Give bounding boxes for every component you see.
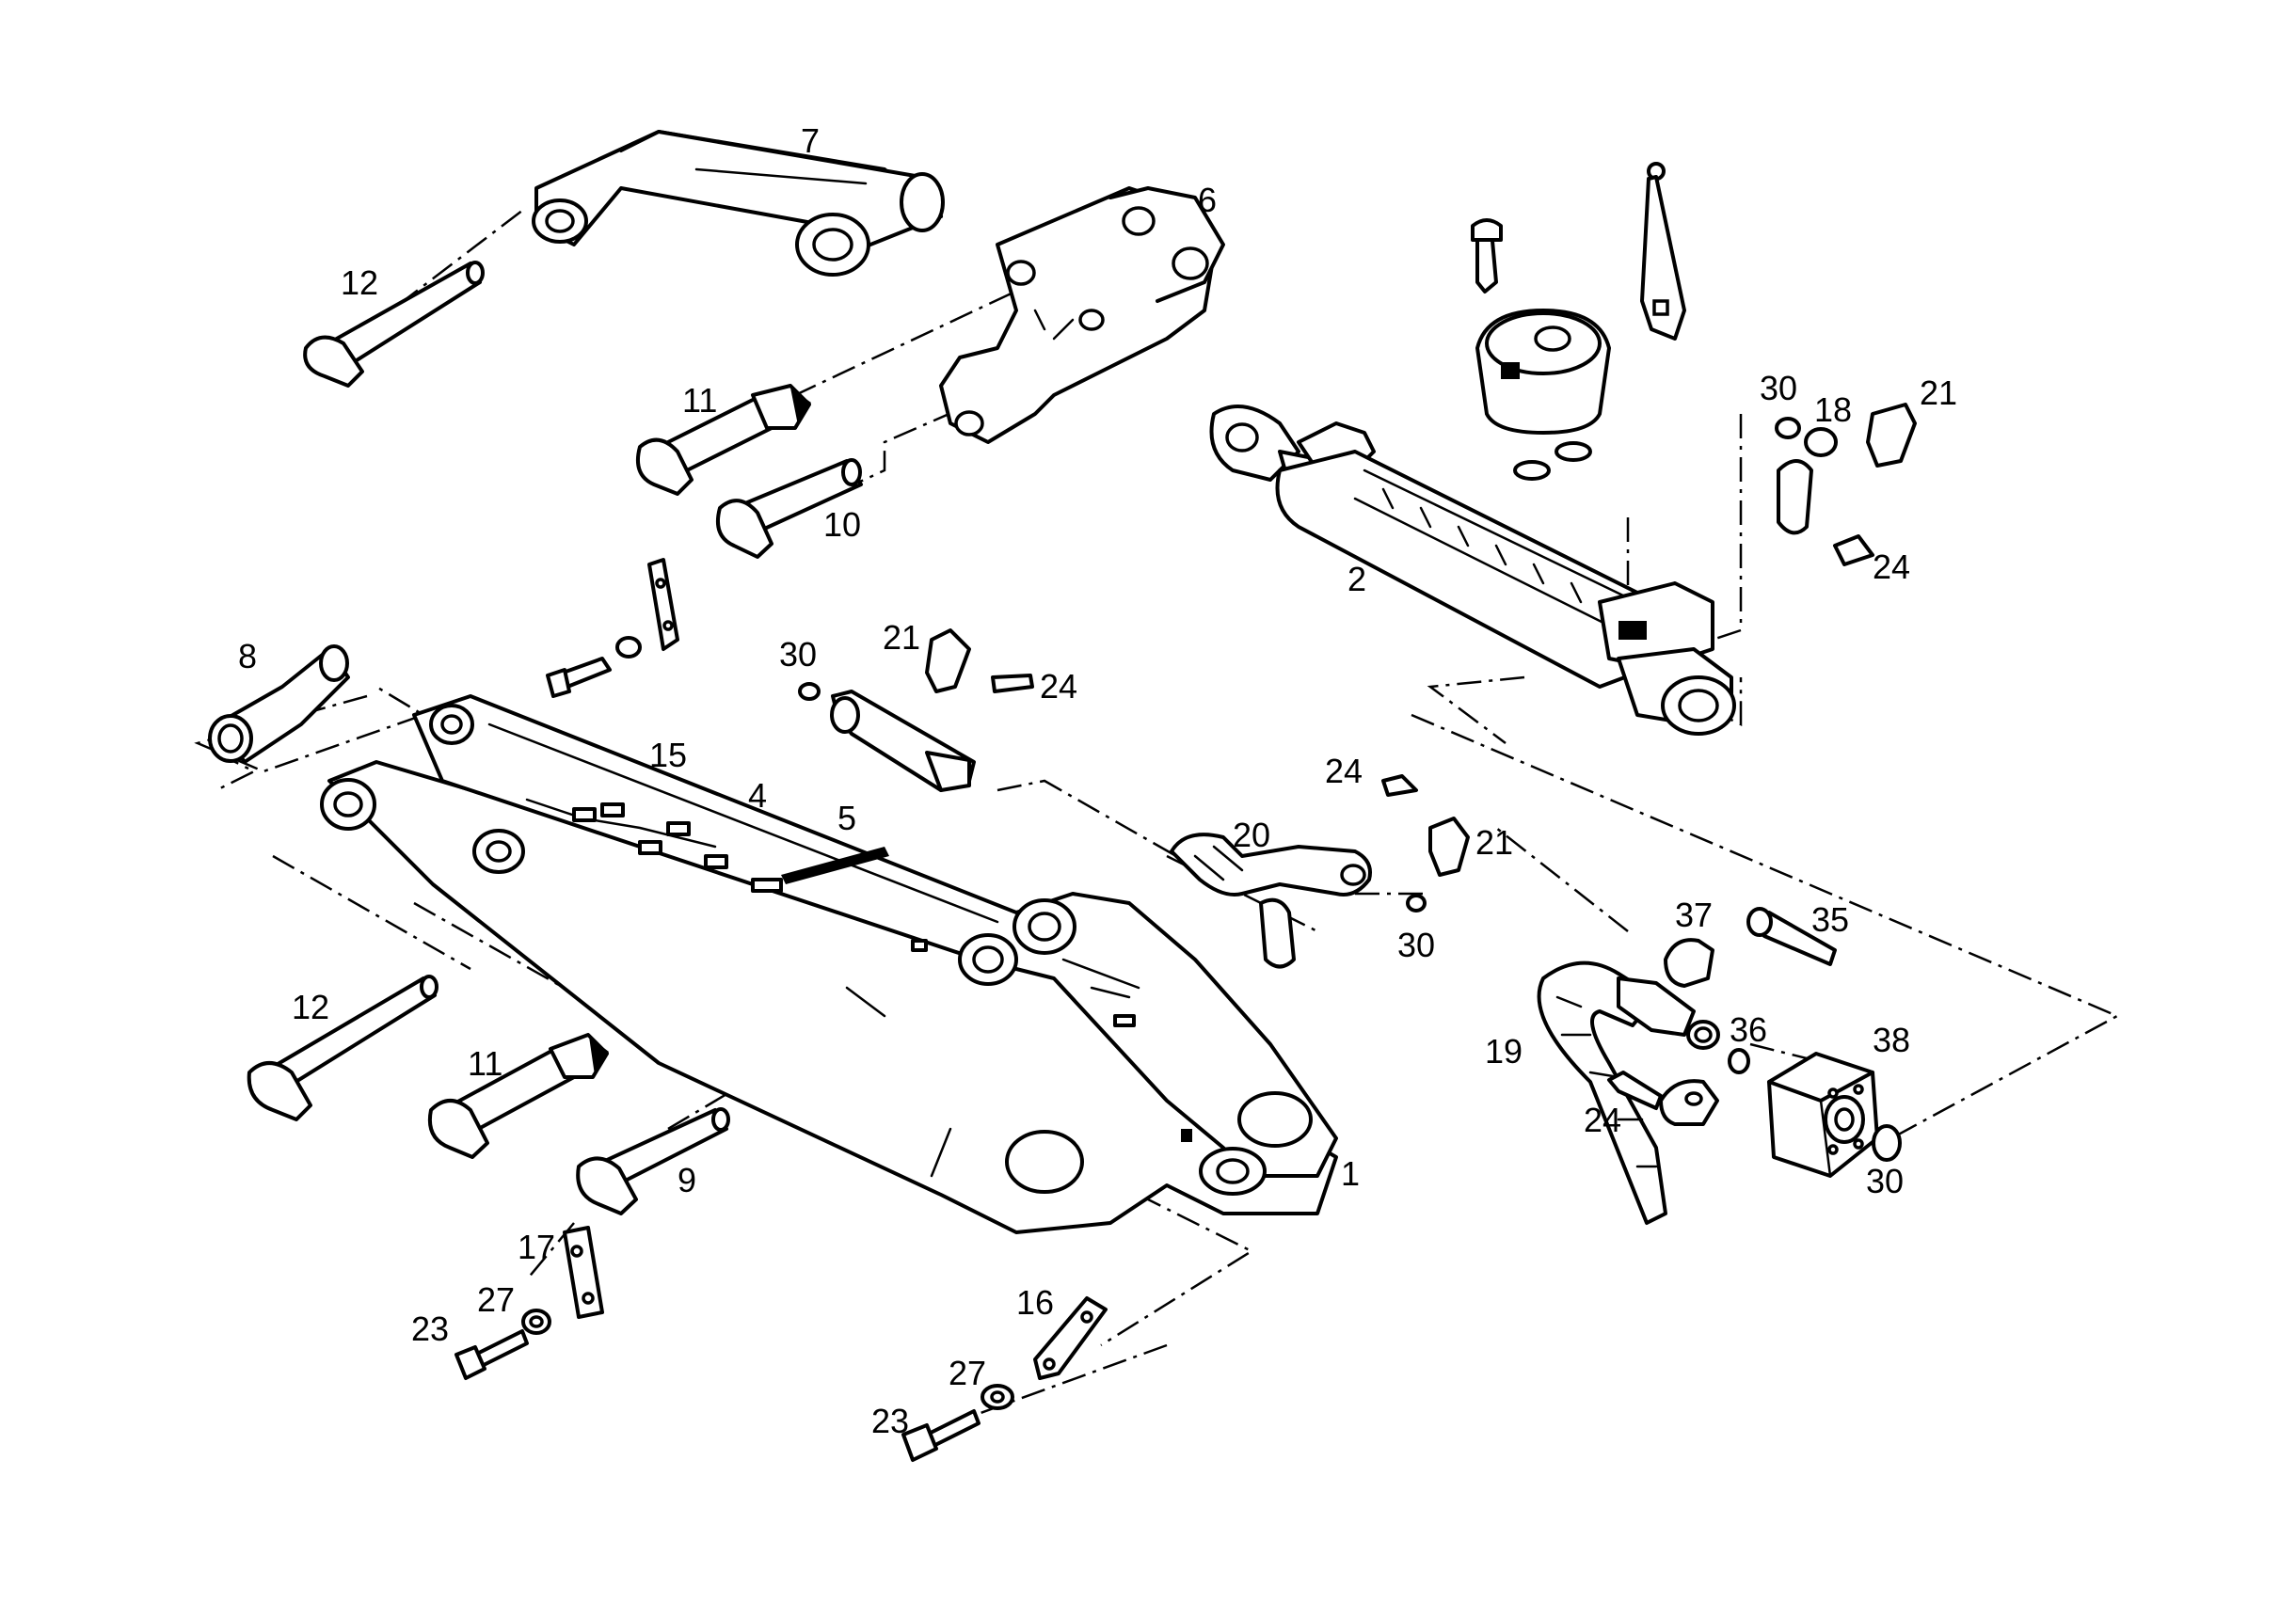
callout-36: 36: [1730, 1010, 1767, 1049]
part-10-pin: [715, 458, 863, 559]
part-20-pipe: [1170, 774, 1470, 969]
callout-21-mid: 21: [883, 618, 920, 657]
callout-10: 10: [823, 505, 861, 544]
callout-38: 38: [1873, 1021, 1910, 1059]
plate-top-small: [546, 558, 679, 698]
part-4-5-wiring: [525, 798, 889, 893]
lever-arm: [1640, 162, 1686, 341]
callout-24-c: 24: [1325, 752, 1363, 790]
callout-8: 8: [238, 637, 257, 675]
part-11-pin-bottom: [428, 1033, 609, 1159]
callout-24-d: 24: [1584, 1101, 1621, 1139]
part-17-plate: [454, 1226, 604, 1380]
part-2-hydraulic-cylinder: [1209, 405, 1736, 736]
callout-7: 7: [801, 121, 820, 160]
callout-20: 20: [1233, 816, 1270, 854]
callout-30-d: 30: [1866, 1162, 1904, 1200]
part-19-hose: [1537, 960, 1720, 1225]
part-1-boom: [320, 694, 1338, 1234]
part-38-flange-block: [1767, 1052, 1902, 1178]
callout-19: 19: [1485, 1032, 1523, 1071]
callout-16: 16: [1016, 1283, 1054, 1322]
part-12-pin-bottom: [247, 975, 438, 1121]
callout-4: 4: [748, 776, 767, 815]
callout-12-top: 12: [341, 263, 378, 302]
callout-18: 18: [1814, 390, 1852, 429]
part-12-pin-top: [303, 261, 485, 388]
callout-24-a: 24: [1873, 548, 1910, 586]
callout-27-left: 27: [477, 1280, 515, 1319]
callout-21-right: 21: [1475, 823, 1513, 862]
callout-9: 9: [678, 1161, 696, 1199]
fittings-middle-top: [798, 628, 1034, 792]
callout-5: 5: [837, 799, 856, 837]
callout-6: 6: [1198, 181, 1217, 219]
fittings-hose: [1607, 907, 1837, 1126]
callout-2: 2: [1347, 560, 1366, 598]
callout-23-right: 23: [871, 1402, 909, 1440]
callout-30-c: 30: [1397, 926, 1435, 964]
part-9-pin: [576, 1107, 730, 1215]
callout-17: 17: [518, 1228, 555, 1266]
part-8-bushing: [208, 644, 350, 764]
callout-23-left: 23: [411, 1309, 449, 1348]
part-6-bracket: [939, 186, 1225, 444]
callout-11-top: 11: [682, 381, 717, 420]
callout-37: 37: [1675, 896, 1713, 934]
callout-labels: 1 2 4 5 6 7 8 9 10 11 11 12 12 15 16 17 …: [238, 121, 1957, 1440]
valve-block: [1471, 218, 1611, 481]
callout-12-bottom: 12: [292, 988, 329, 1026]
callout-35: 35: [1811, 900, 1849, 939]
callout-21-top: 21: [1920, 373, 1957, 412]
callout-24-b: 24: [1040, 667, 1077, 706]
fittings-cylinder-right: [1775, 403, 1917, 566]
callout-15: 15: [649, 736, 687, 774]
part-11-pin-top: [635, 384, 811, 496]
part-7-upper-link: [532, 130, 945, 277]
callout-1: 1: [1341, 1154, 1360, 1193]
callout-27-right: 27: [949, 1354, 986, 1392]
part-16-plate: [901, 1296, 1108, 1462]
callout-30-b: 30: [779, 635, 817, 674]
callout-30-a: 30: [1760, 369, 1797, 407]
callout-11-bottom: 11: [468, 1044, 502, 1083]
